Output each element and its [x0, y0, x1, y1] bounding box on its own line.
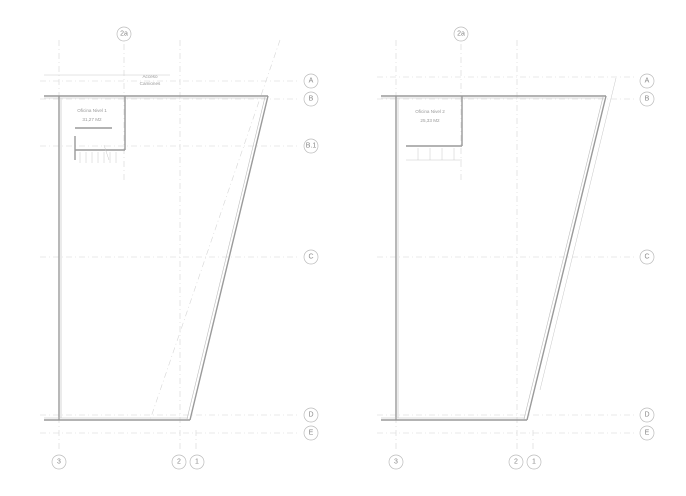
- svg-text:A: A: [309, 78, 314, 85]
- grid-bubble-A: A: [639, 73, 655, 89]
- svg-text:2: 2: [514, 459, 518, 466]
- grid-bubble-B: B: [639, 91, 655, 107]
- grid-bubble-D: D: [639, 407, 655, 423]
- grid-bubble-E: E: [303, 425, 319, 441]
- grid-bubble-D: D: [303, 407, 319, 423]
- svg-text:3: 3: [394, 459, 398, 466]
- grid-bubble-2a: 2a: [116, 26, 132, 42]
- grid-bubble-A: A: [303, 73, 319, 89]
- svg-text:2: 2: [177, 459, 181, 466]
- svg-text:C: C: [644, 254, 649, 261]
- svg-text:C: C: [308, 254, 313, 261]
- grid-bubble-E: E: [639, 425, 655, 441]
- svg-text:B: B: [309, 96, 314, 103]
- grid-bubble-2a: 2a: [453, 26, 469, 42]
- svg-text:2a: 2a: [457, 31, 465, 38]
- svg-text:A: A: [645, 78, 650, 85]
- grid-bubble-B1: B.1: [303, 138, 319, 154]
- grid-bubble-C: C: [303, 249, 319, 265]
- plan-level-2: Oficina Nivel 2 25,33 M2 2a A B C D E 3 …: [377, 26, 655, 470]
- room-area: 31,27 M2: [82, 117, 102, 122]
- svg-text:B: B: [645, 96, 650, 103]
- svg-text:2a: 2a: [120, 31, 128, 38]
- plan-level-1: Acceso Camiones Oficina Nivel 1 31,27 M2…: [40, 26, 319, 470]
- svg-text:1: 1: [532, 459, 536, 466]
- grid-bubble-1: 1: [526, 454, 542, 470]
- svg-text:E: E: [309, 430, 314, 437]
- svg-text:3: 3: [57, 459, 61, 466]
- access-label-line2: Camiones: [140, 81, 161, 86]
- grid-bubble-3: 3: [388, 454, 404, 470]
- room-name: Oficina Nivel 1: [77, 108, 107, 113]
- room-area: 25,33 M2: [420, 118, 440, 123]
- grid-bubble-2: 2: [171, 454, 187, 470]
- grid-bubble-3: 3: [51, 454, 67, 470]
- grid-bubble-1: 1: [189, 454, 205, 470]
- grid-bubble-2: 2: [508, 454, 524, 470]
- svg-text:B.1: B.1: [306, 143, 317, 150]
- svg-text:D: D: [644, 412, 649, 419]
- grid-bubble-C: C: [639, 249, 655, 265]
- room-name: Oficina Nivel 2: [415, 109, 445, 114]
- svg-text:E: E: [645, 430, 650, 437]
- grid-lines: [40, 39, 300, 450]
- walls: [381, 77, 617, 421]
- svg-text:D: D: [308, 412, 313, 419]
- svg-text:1: 1: [195, 459, 199, 466]
- grid-bubble-B: B: [303, 91, 319, 107]
- access-label-line1: Acceso: [142, 74, 158, 79]
- walls: [44, 74, 269, 421]
- grid-lines: [377, 40, 637, 450]
